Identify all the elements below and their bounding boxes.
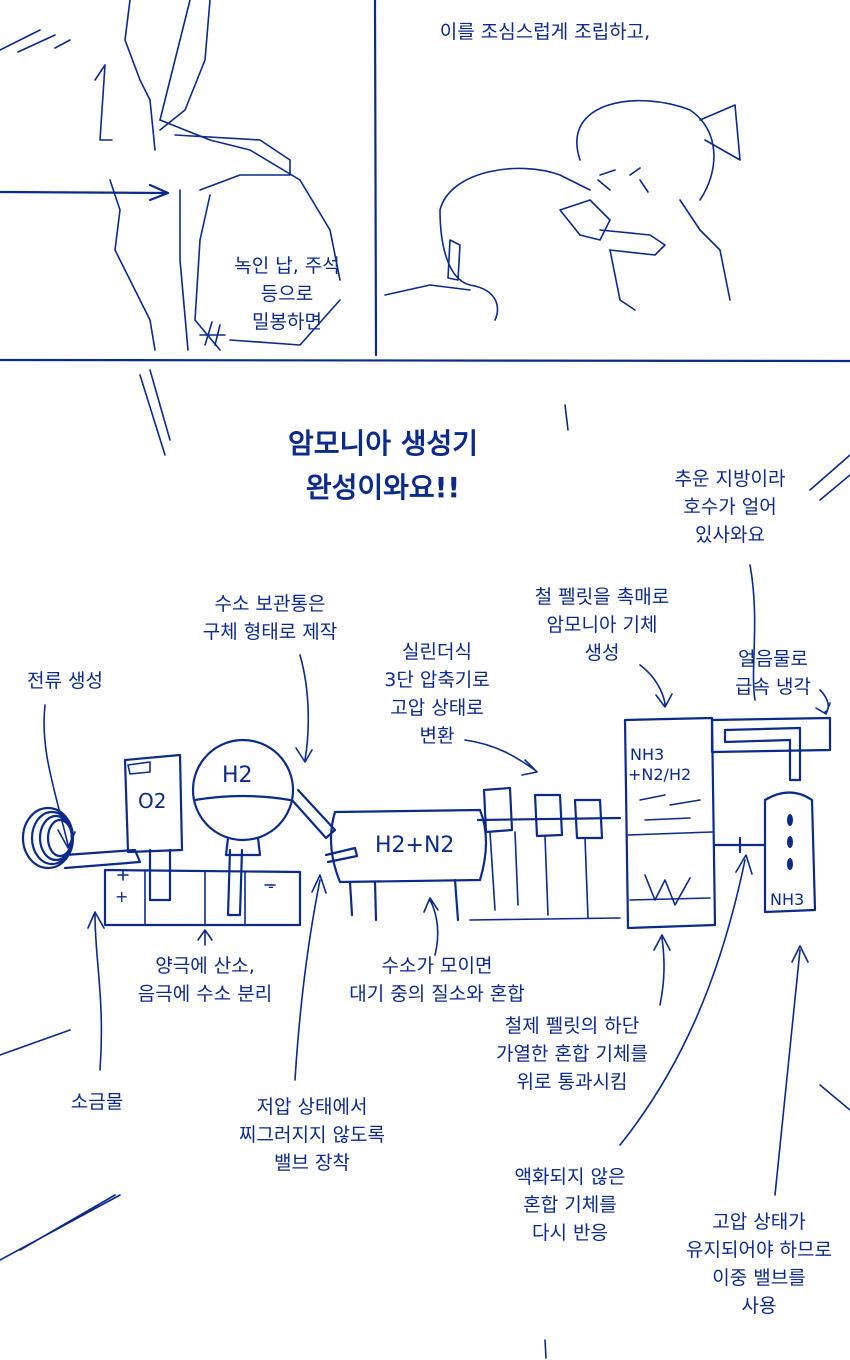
o2-label: O2 bbox=[138, 789, 166, 813]
note-line: 이중 밸브를 bbox=[712, 1267, 806, 1289]
note-line: 실린더식 bbox=[402, 641, 472, 663]
note-line: 변환 bbox=[419, 725, 455, 747]
note-line: 전류 생성 bbox=[27, 670, 103, 692]
note-catalyst: 철 펠릿을 촉매로 암모니아 기체 생성 bbox=[535, 583, 669, 667]
note-mixing: 수소가 모이면 대기 중의 질소와 혼합 bbox=[349, 952, 524, 1008]
catalyst-chamber bbox=[623, 716, 717, 930]
panel3-strokes bbox=[0, 369, 850, 1359]
note-line: 고압 상태가 bbox=[712, 1211, 806, 1233]
minus-sign: - bbox=[268, 877, 274, 896]
note-compressor: 실린더식 3단 압축기로 고압 상태로 변환 bbox=[384, 638, 490, 750]
note-salt-water: 소금물 bbox=[71, 1088, 123, 1116]
note-line: 있사와요 bbox=[695, 524, 765, 546]
note-valve: 저압 상태에서 찌그러지지 않도록 밸브 장착 bbox=[239, 1093, 385, 1177]
compressor bbox=[469, 786, 622, 921]
note-line: 가열한 혼합 기체를 bbox=[496, 1043, 648, 1065]
caption-line: 등으로 bbox=[260, 283, 314, 305]
note-line: 소금물 bbox=[70, 1091, 124, 1113]
note-line: 철 펠릿을 촉매로 bbox=[534, 586, 670, 608]
nh3-label: NH3 bbox=[770, 890, 804, 909]
note-line: 생성 bbox=[584, 642, 620, 664]
panel-borders bbox=[0, 0, 850, 363]
panel1-sketch bbox=[0, 0, 341, 351]
title-line: 암모니아 생성기 bbox=[287, 427, 479, 460]
note-line: 밸브 장착 bbox=[274, 1152, 350, 1174]
note-double-valve: 고압 상태가 유지되어야 하므로 이중 밸브를 사용 bbox=[686, 1208, 832, 1320]
note-line: 양극에 산소, bbox=[155, 955, 255, 977]
caption-line: 밀봉하면 bbox=[252, 311, 322, 333]
note-line: 구체 형태로 제작 bbox=[202, 621, 338, 643]
note-line: 철제 펠릿의 하단 bbox=[504, 1015, 640, 1037]
nh3-vessel bbox=[713, 791, 817, 914]
note-cold: 추운 지방이라 호수가 얼어 있사와요 bbox=[675, 465, 786, 549]
note-line: 추운 지방이라 bbox=[674, 468, 786, 490]
note-line: 혼합 기체를 bbox=[523, 1194, 617, 1216]
note-line: 수소가 모이면 bbox=[381, 955, 493, 977]
note-line: 암모니아 기체 bbox=[546, 614, 658, 636]
plus-sign: + bbox=[115, 887, 128, 906]
note-line: 유지되어야 하므로 bbox=[686, 1239, 832, 1261]
note-electrolysis: 양극에 산소, 음극에 수소 분리 bbox=[138, 952, 272, 1008]
note-line: 고압 상태로 bbox=[390, 697, 484, 719]
panel1-caption: 녹인 납, 주석 등으로 밀봉하면 bbox=[234, 252, 340, 336]
cooling-tank bbox=[710, 716, 832, 782]
panel2-caption: 이를 조심스럽게 조립하고, bbox=[440, 18, 650, 46]
note-heating: 철제 펠릿의 하단 가열한 혼합 기체를 위로 통과시킴 bbox=[496, 1012, 648, 1096]
note-ice-cool: 얼음물로 급속 냉각 bbox=[735, 645, 811, 701]
note-line: 음극에 수소 분리 bbox=[137, 983, 273, 1005]
mixing-cylinder bbox=[329, 808, 488, 922]
note-line: 3단 압축기로 bbox=[384, 669, 490, 691]
power-coil bbox=[21, 806, 142, 870]
annotation-arrows bbox=[43, 564, 831, 1196]
note-current: 전류 생성 bbox=[27, 667, 103, 695]
h2n2-label: H2+N2 bbox=[375, 833, 454, 858]
note-recycle: 액화되지 않은 혼합 기체를 다시 반응 bbox=[515, 1163, 626, 1247]
panel3-title: 암모니아 생성기 완성이와요!! bbox=[288, 422, 478, 510]
nh3-mix-label-line1: NH3 bbox=[630, 745, 664, 764]
note-h2-tank: 수소 보관통은 구체 형태로 제작 bbox=[203, 590, 337, 646]
title-line: 완성이와요!! bbox=[305, 471, 461, 504]
caption-line: 녹인 납, 주석 bbox=[234, 255, 340, 277]
note-line: 대기 중의 질소와 혼합 bbox=[349, 983, 525, 1005]
electrolysis-tank bbox=[103, 753, 302, 927]
h2-label: H2 bbox=[222, 763, 253, 788]
note-line: 찌그러지지 않도록 bbox=[239, 1124, 385, 1146]
note-line: 저압 상태에서 bbox=[256, 1096, 368, 1118]
nh3-mix-label-line2: +N2/H2 bbox=[628, 765, 691, 784]
panel2-sketch bbox=[384, 99, 741, 321]
note-line: 호수가 얼어 bbox=[683, 496, 777, 518]
caption-line: 이를 조심스럽게 조립하고, bbox=[439, 21, 651, 43]
note-line: 위로 통과시킴 bbox=[516, 1071, 628, 1093]
note-line: 사용 bbox=[741, 1295, 777, 1317]
note-line: 급속 냉각 bbox=[735, 676, 811, 698]
note-line: 다시 반응 bbox=[532, 1222, 608, 1244]
hydrogen-sphere bbox=[191, 738, 295, 857]
note-line: 수소 보관통은 bbox=[214, 593, 326, 615]
note-line: 얼음물로 bbox=[738, 648, 808, 670]
note-line: 액화되지 않은 bbox=[514, 1166, 626, 1188]
valve-pipe bbox=[290, 788, 359, 864]
